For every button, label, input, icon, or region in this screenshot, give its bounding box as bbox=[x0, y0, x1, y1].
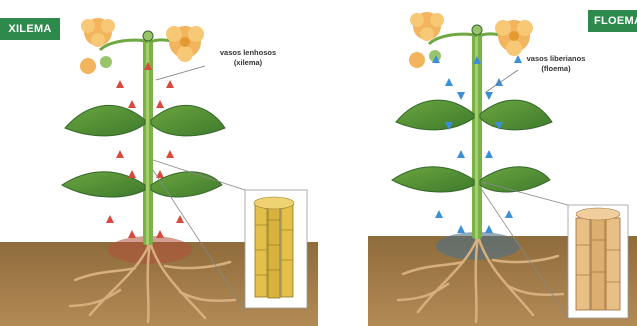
xilema-panel: XILEMA vasos lenhosos (xilema) bbox=[0, 0, 318, 326]
xilema-callout: vasos lenhosos (xilema) bbox=[210, 48, 286, 68]
xylem-vessel-inset bbox=[245, 190, 307, 308]
xilema-callout-line bbox=[156, 66, 205, 80]
phloem-tube-inset bbox=[568, 205, 628, 318]
flowers bbox=[80, 18, 204, 74]
floema-panel: FLOEMA vasos liberianos (floema) bbox=[318, 0, 637, 326]
xilema-callout-line1: vasos lenhosos bbox=[210, 48, 286, 58]
flowers bbox=[409, 12, 533, 68]
floema-label-badge: FLOEMA bbox=[588, 10, 637, 32]
floema-callout-line bbox=[486, 70, 518, 92]
xilema-label-badge: XILEMA bbox=[0, 18, 60, 40]
floema-callout-line1: vasos liberianos bbox=[518, 54, 594, 64]
floema-callout: vasos liberianos (floema) bbox=[518, 54, 594, 74]
floema-plant-illustration bbox=[318, 0, 637, 326]
xilema-callout-line2: (xilema) bbox=[210, 58, 286, 68]
floema-callout-line2: (floema) bbox=[518, 64, 594, 74]
